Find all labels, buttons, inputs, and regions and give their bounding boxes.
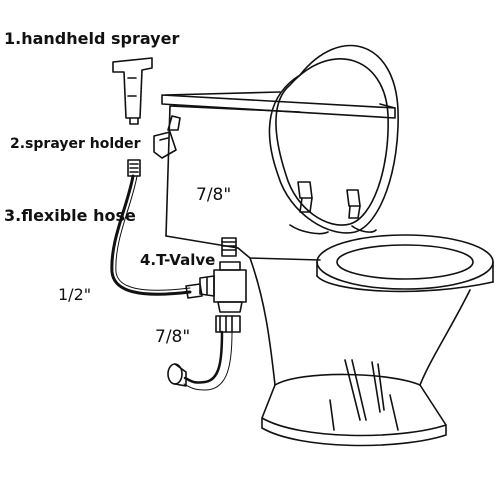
label-size-lower: 7/8" [155, 327, 191, 347]
handheld-sprayer [112, 57, 153, 125]
shutoff-valve [167, 363, 187, 387]
label-t-valve: 4.T-Valve [140, 251, 216, 269]
hose-bottom-fitting [185, 283, 203, 299]
toilet-tank [161, 91, 396, 249]
label-handheld-sprayer: 1.handheld sprayer [4, 29, 180, 48]
label-size-upper: 7/8" [196, 185, 232, 205]
hose-top-fitting [127, 159, 141, 177]
lower-nut [215, 315, 241, 333]
flexible-hose [110, 174, 192, 296]
seat-hinges [289, 181, 377, 235]
upper-connector [221, 237, 237, 257]
label-flexible-hose: 3.flexible hose [4, 206, 136, 225]
toilet-seat-lid [268, 44, 399, 234]
label-size-side: 1/2" [58, 285, 92, 304]
supply-line [183, 330, 233, 391]
toilet-bowl [237, 234, 494, 447]
sprayer-holder [153, 131, 177, 159]
label-sprayer-holder: 2.sprayer holder [10, 136, 141, 152]
t-valve [199, 261, 247, 313]
